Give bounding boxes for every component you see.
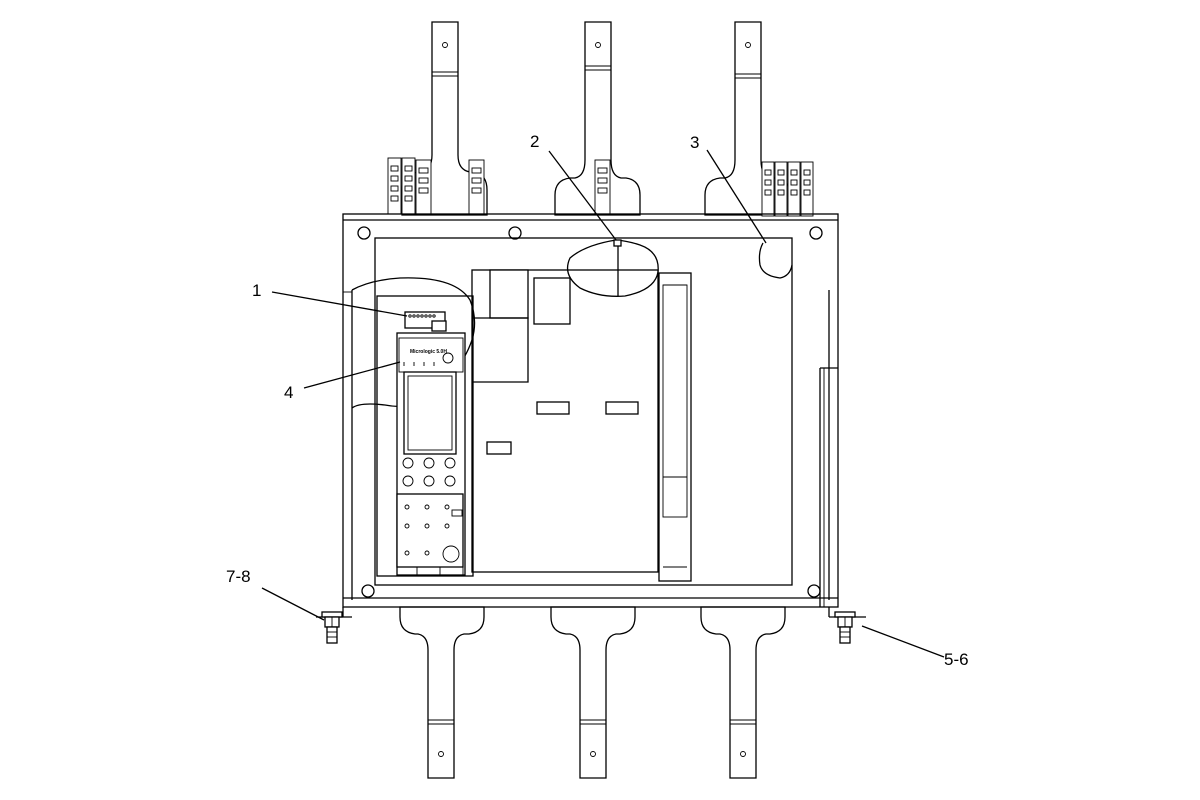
top-busbar-middle: [554, 21, 641, 216]
callout-label-7-8: 7-8: [226, 567, 251, 586]
callout-label-2: 2: [530, 132, 539, 151]
callout-3: 3: [690, 133, 767, 244]
top-busbars: [401, 21, 791, 216]
chassis-frame: [316, 213, 866, 618]
trip-unit-brand-label: Micrologic 5.0H: [410, 349, 447, 355]
callout-label-3: 3: [690, 133, 699, 152]
mechanism: [471, 269, 692, 582]
trip-unit: Micrologic 5.0H: [376, 295, 474, 577]
callout-7-8: 7-8: [226, 567, 325, 621]
bottom-busbar-middle: [550, 606, 636, 779]
callout-label-4: 4: [284, 383, 293, 402]
bolt-left: [321, 611, 343, 644]
callout-4: 4: [284, 361, 401, 402]
outer-frame: [342, 213, 839, 608]
inner-panel: [374, 237, 793, 586]
bottom-busbars: [399, 606, 786, 779]
callout-2: 2: [530, 132, 617, 241]
callout-label-1: 1: [252, 281, 261, 300]
trip-unit-display: [403, 371, 457, 455]
bottom-busbar-right: [700, 606, 786, 779]
bolt-right: [834, 611, 856, 644]
callout-label-5-6: 5-6: [944, 650, 969, 669]
callout-1: 1: [252, 281, 408, 317]
callouts: 1 2 3 4 5-6 7-8: [226, 132, 969, 669]
bottom-busbar-left: [399, 606, 485, 779]
callout-5-6: 5-6: [861, 625, 969, 669]
